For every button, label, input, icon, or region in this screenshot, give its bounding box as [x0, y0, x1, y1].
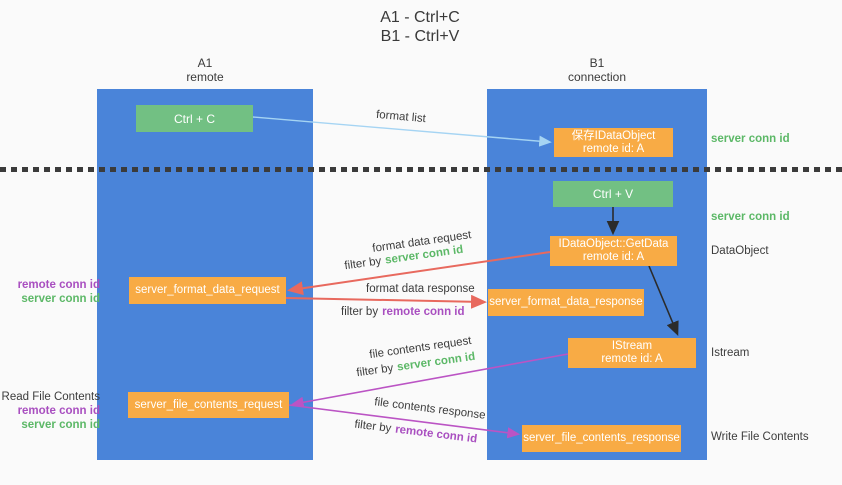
dataobject-annotation: DataObject [711, 245, 769, 257]
title-line-1: A1 - Ctrl+C [380, 9, 460, 26]
getdata-line1: IDataObject::GetData [558, 238, 669, 250]
server-file-contents-response-node: server_file_contents_response [522, 425, 681, 452]
remote-conn-id-text: remote conn id [382, 306, 465, 318]
file-contents-response-label: file contents response [373, 396, 487, 422]
format-data-response-arrow [285, 294, 487, 309]
write-file-contents-annotation: Write File Contents [711, 431, 809, 443]
lane-b1-subtitle: connection [567, 70, 627, 84]
server-format-data-response-node: server_format_data_response [488, 289, 644, 316]
format-request-conn-annotations: remote conn id server conn id [0, 278, 100, 306]
server-conn-id-annotation-mid: server conn id [711, 211, 790, 223]
read-file-contents-text: Read File Contents [1, 391, 100, 403]
save-idataobject-line1: 保存IDataObject [571, 129, 656, 142]
filter-by-text: filter by [343, 255, 383, 273]
server-conn-id-annotation-top: server conn id [711, 133, 790, 145]
ctrl-c-node: Ctrl + C [136, 105, 253, 132]
save-idataobject-node: 保存IDataObject remote id: A [554, 128, 673, 157]
remote-conn-id-text: remote conn id [17, 405, 100, 417]
istream-line1: IStream [611, 340, 653, 352]
server-conn-id-text: server conn id [21, 419, 100, 431]
remote-conn-id-text: remote conn id [394, 423, 478, 446]
server-conn-id-text: server conn id [21, 293, 100, 305]
istream-line2: remote id: A [601, 353, 663, 365]
format-data-response-label: format data response [366, 283, 475, 295]
remote-conn-id-text: remote conn id [17, 279, 100, 291]
lane-a1-name: A1 [197, 56, 213, 70]
title-line-2: B1 - Ctrl+V [380, 28, 460, 45]
lane-header-a1: A1 remote [97, 56, 313, 84]
lane-a1-subtitle: remote [186, 70, 224, 84]
save-idataobject-line2: remote id: A [582, 142, 645, 155]
istream-node: IStream remote id: A [568, 338, 696, 368]
server-format-data-request-node: server_format_data_request [129, 277, 286, 304]
filter-by-text: filter by [353, 418, 392, 435]
file-request-conn-annotations: Read File Contents remote conn id server… [0, 390, 100, 432]
filter-by-text: filter by [355, 362, 395, 380]
getdata-line2: remote id: A [582, 251, 645, 263]
diagram-title: A1 - Ctrl+C B1 - Ctrl+V [300, 8, 540, 46]
dotted-divider-line [0, 167, 842, 172]
lane-b1-name: B1 [589, 56, 605, 70]
istream-annotation: Istream [711, 347, 750, 359]
filter-by-text: filter by [341, 306, 379, 318]
idataobject-getdata-node: IDataObject::GetData remote id: A [550, 236, 677, 266]
ctrl-v-node: Ctrl + V [553, 181, 673, 207]
lane-header-b1: B1 connection [489, 56, 705, 84]
server-file-contents-request-node: server_file_contents_request [128, 392, 289, 418]
format-list-label: format list [375, 108, 427, 126]
